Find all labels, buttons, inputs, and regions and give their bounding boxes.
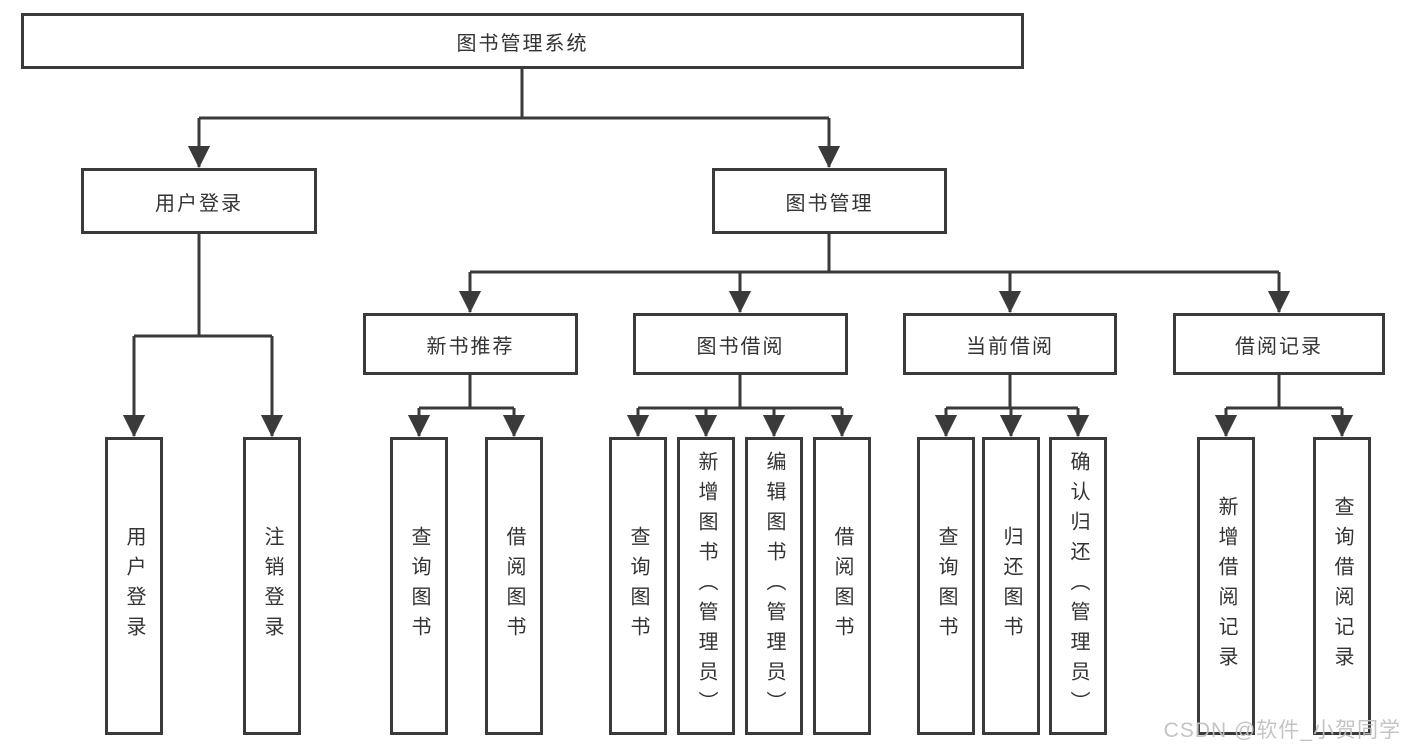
node-query-borrowing-record: 查询借阅记录 (1313, 437, 1371, 735)
node-label: 借阅记录 (1235, 335, 1323, 358)
node-borrowing-records: 借阅记录 (1173, 313, 1385, 375)
node-confirm-return-admin: 确认归还（管理员） (1049, 437, 1107, 735)
node-add-borrowing-record: 新增借阅记录 (1197, 437, 1255, 735)
node-label: 图书管理系统 (456, 32, 589, 55)
node-book-borrowing: 图书借阅 (633, 313, 848, 375)
node-query-books-recommendation: 查询图书 (390, 437, 448, 735)
node-borrow-books-leaf: 借阅图书 (813, 437, 871, 735)
node-add-books-admin: 新增图书（管理员） (677, 437, 735, 735)
node-user-login: 用户登录 (81, 168, 317, 234)
node-label: 编辑图书（管理员） (763, 451, 785, 721)
node-label: 借阅图书 (503, 526, 525, 646)
node-return-books: 归还图书 (982, 437, 1040, 735)
node-label: 新增图书（管理员） (695, 451, 717, 721)
node-borrow-books-recommendation: 借阅图书 (485, 437, 543, 735)
node-edit-books-admin: 编辑图书（管理员） (745, 437, 803, 735)
node-book-management: 图书管理 (712, 168, 947, 234)
node-label: 查询借阅记录 (1331, 496, 1353, 676)
connector-arrow-stems (122, 118, 1354, 438)
node-query-books-current: 查询图书 (917, 437, 975, 735)
node-current-borrowing: 当前借阅 (903, 313, 1117, 375)
node-label: 注销登录 (261, 526, 283, 646)
node-library-management-system: 图书管理系统 (21, 13, 1024, 69)
node-label: 借阅图书 (831, 526, 853, 646)
node-label: 图书管理 (785, 192, 874, 215)
node-label: 查询图书 (935, 526, 957, 646)
node-user-login-leaf: 用户登录 (105, 437, 163, 735)
node-label: 查询图书 (408, 526, 430, 646)
node-label: 确认归还（管理员） (1067, 451, 1089, 721)
node-label: 用户登录 (155, 192, 243, 215)
node-logout-login: 注销登录 (243, 437, 301, 735)
node-label: 归还图书 (1000, 526, 1022, 646)
node-label: 查询图书 (627, 526, 649, 646)
watermark: CSDN @软件_小贺同学 (1163, 719, 1401, 742)
node-label: 新书推荐 (426, 335, 515, 358)
node-query-books-borrowing: 查询图书 (609, 437, 667, 735)
node-label: 用户登录 (123, 526, 145, 646)
node-label: 图书借阅 (696, 335, 785, 358)
node-new-book-recommendation: 新书推荐 (363, 313, 578, 375)
node-label: 当前借阅 (966, 335, 1054, 358)
node-label: 新增借阅记录 (1215, 496, 1237, 676)
connector-trunks (134, 69, 1342, 410)
